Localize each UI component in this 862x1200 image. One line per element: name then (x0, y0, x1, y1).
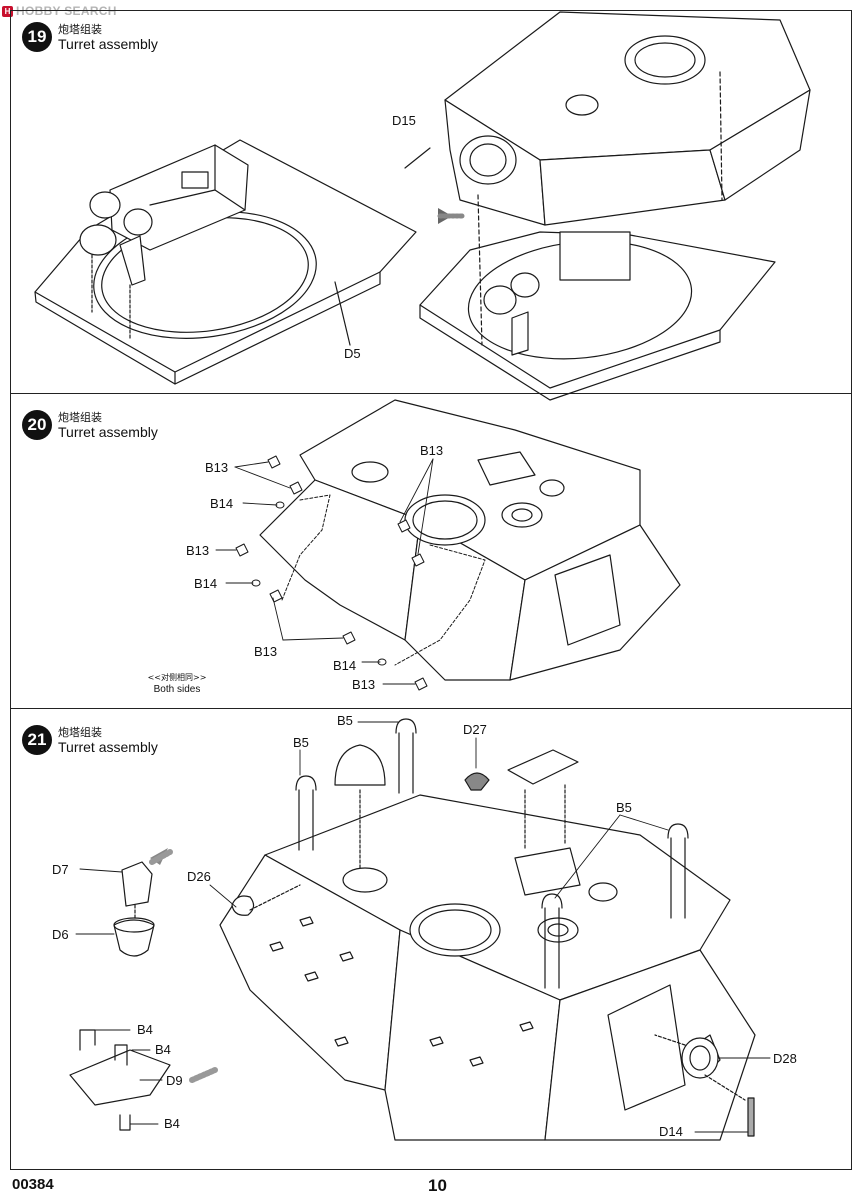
step-20-title-cn: 炮塔组装 (58, 411, 102, 424)
part-label-b14: B14 (333, 658, 357, 673)
watermark-text: HOBBY SEARCH (16, 4, 117, 18)
watermark: H HOBBY SEARCH (2, 4, 117, 18)
part-label-b5: B5 (616, 800, 632, 815)
step19-turret-housing (404, 11, 811, 346)
page-frame (10, 10, 852, 1170)
part-label-b4: B4 (164, 1116, 180, 1131)
part-label-b13: B13 (254, 644, 278, 659)
watermark-badge: H (2, 5, 13, 17)
step21-side-parts (69, 861, 755, 1137)
part-label-d15: D15 (392, 113, 416, 128)
step20-hooks (235, 455, 486, 691)
part-label-b13: B13 (420, 443, 444, 458)
part-label-d5: D5 (344, 346, 361, 361)
step-number-19: 19 (22, 22, 52, 52)
step21-periscope-parts (231, 718, 689, 989)
step-21-title: 炮塔组装 Turret assembly (58, 725, 158, 755)
step20-leader-lines (215, 458, 434, 685)
part-label-b5: B5 (293, 735, 309, 750)
step-21-title-cn: 炮塔组装 (58, 726, 102, 739)
step-20-title: 炮塔组装 Turret assembly (58, 410, 158, 440)
step-number-20: 20 (22, 410, 52, 440)
part-label-d14: D14 (659, 1124, 683, 1139)
part-label-d7: D7 (52, 862, 69, 877)
step-21-header: 21 炮塔组装 Turret assembly (22, 725, 158, 755)
part-label-d27: D27 (463, 722, 487, 737)
part-label-b14: B14 (210, 496, 234, 511)
part-label-b4: B4 (155, 1042, 171, 1057)
step21-arrow-icons (149, 848, 218, 1083)
step-19-header: 19 炮塔组装 Turret assembly (22, 22, 158, 52)
part-label-b13: B13 (352, 677, 376, 692)
step21-turret (219, 794, 756, 1141)
step-19-title: 炮塔组装 Turret assembly (58, 22, 158, 52)
part-label-b13: B13 (205, 460, 229, 475)
step19-floor-plate-right (419, 231, 776, 401)
section-divider-2 (10, 708, 852, 709)
part-label-b5: B5 (337, 713, 353, 728)
product-code: 00384 (12, 1176, 54, 1193)
step-21-title-en: Turret assembly (58, 739, 158, 755)
both-sides-note-en: Both sides (153, 684, 201, 695)
page-number: 10 (428, 1176, 447, 1195)
step21-leader-lines (75, 721, 771, 1133)
step19-arrow-icon (437, 208, 465, 224)
step-20-title-en: Turret assembly (58, 424, 158, 440)
part-label-d26: D26 (187, 869, 211, 884)
part-label-b4: B4 (137, 1022, 153, 1037)
step19-d5-leader (334, 281, 351, 346)
step-19-title-en: Turret assembly (58, 36, 158, 52)
part-label-b14: B14 (194, 576, 218, 591)
both-sides-note: <<对侧相同>> Both sides (132, 672, 222, 696)
step20-turret (259, 399, 681, 681)
part-label-d9: D9 (166, 1073, 183, 1088)
part-label-d6: D6 (52, 927, 69, 942)
step-20-header: 20 炮塔组装 Turret assembly (22, 410, 158, 440)
section-divider-1 (10, 393, 852, 394)
part-label-b13: B13 (186, 543, 210, 558)
step-number-21: 21 (22, 725, 52, 755)
part-label-d28: D28 (773, 1051, 797, 1066)
both-sides-note-cn: <<对侧相同>> (147, 673, 207, 682)
step-19-title-cn: 炮塔组装 (58, 23, 102, 36)
step19-gun-mount-left (79, 144, 249, 339)
